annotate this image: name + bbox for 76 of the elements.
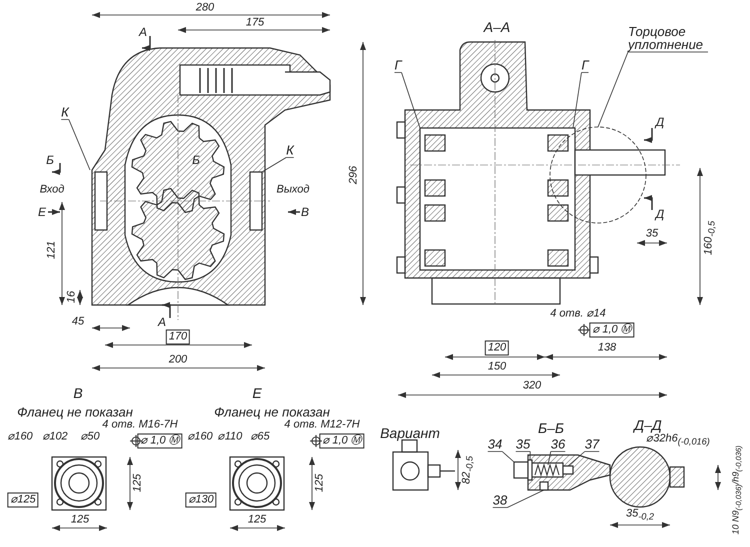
leader-label: 37 — [584, 438, 600, 450]
dimension-value: 280 — [196, 2, 214, 14]
view-note: Фланец не показан — [17, 406, 133, 418]
leader-line — [515, 451, 531, 460]
dimension-value: 125 — [248, 514, 266, 526]
hole-note: 4 отв. ⌀14 — [550, 308, 606, 320]
section-letter: Б — [46, 154, 54, 166]
leader-label: К — [286, 144, 294, 156]
section-letter: Б — [192, 154, 200, 166]
section-letter: А — [158, 316, 166, 328]
dimension-value: 296 — [348, 166, 360, 184]
view-title: Вариант — [380, 426, 440, 440]
basic-dimension: ⌀130 — [185, 492, 217, 508]
leader-label: К — [61, 106, 69, 118]
dimension-value: ⌀110 — [218, 432, 242, 442]
leader-line — [572, 72, 589, 128]
basic-dimension: ⌀125 — [7, 492, 39, 508]
dimension-value: 200 — [168, 354, 188, 366]
dimension-value: ⌀102 — [42, 432, 68, 442]
dimension-value: 138 — [598, 342, 616, 354]
leader-label: 38 — [492, 494, 508, 506]
part-section — [539, 481, 549, 491]
view-title: А–А — [484, 20, 510, 34]
hole-note: 4 отв. M12-7H — [284, 420, 360, 430]
dimension-value: ⌀32h6$_{(-0,016)}$ — [646, 433, 710, 447]
leader-line — [60, 119, 90, 170]
leader-label: Торцовое уплотнение — [628, 25, 708, 51]
port-label: Выход — [276, 184, 310, 196]
leader-line — [487, 451, 514, 462]
view-title: Б–Б — [538, 421, 564, 435]
leader-label: 35 — [516, 438, 530, 450]
basic-dimension: 120 — [484, 340, 510, 356]
dimension-value: ⌀65 — [250, 432, 270, 442]
view-note: Фланец не показан — [214, 406, 330, 418]
basic-dimension: 170 — [166, 330, 190, 344]
part-section — [562, 465, 574, 475]
dimension-value: 16 — [66, 290, 78, 304]
leader-line — [548, 451, 566, 466]
leader-line — [262, 157, 294, 172]
dimension-value: 121 — [46, 240, 58, 260]
leader-line — [394, 72, 420, 128]
section-letter: Е — [38, 206, 46, 218]
dimension-value: 175 — [246, 18, 264, 28]
leader-label: 36 — [550, 438, 566, 450]
dimension-value: 125 — [314, 474, 326, 492]
tolerance-value: ⌀ 1,0 Ⓜ — [589, 322, 635, 338]
dimension-value: 35$_{-0,2}$ — [626, 508, 654, 522]
hole-note: 4 отв. M16-7H — [102, 420, 178, 430]
spring-part — [534, 463, 560, 477]
part-section — [513, 461, 529, 479]
tolerance-value: ⌀ 1,0 Ⓜ — [319, 434, 365, 448]
leader-line — [568, 451, 600, 466]
dimension-value: 45 — [72, 316, 84, 328]
dimension-value: 125 — [70, 514, 90, 526]
dimension-value: ⌀160 — [7, 432, 33, 442]
section-letter: В — [301, 206, 309, 218]
leader-line — [598, 52, 708, 128]
view-title: Е — [252, 386, 262, 400]
leader-label: Г — [581, 58, 589, 72]
dimension-value: 125 — [132, 474, 144, 492]
dimension-value: 320 — [522, 380, 542, 392]
part-section — [527, 459, 533, 481]
view-title: Д–Д — [634, 418, 662, 432]
view-title: В — [73, 386, 83, 400]
dimension-value: 150 — [488, 362, 506, 372]
leader-line — [492, 490, 544, 508]
section-letter: Д — [656, 116, 664, 128]
tolerance-value: ⌀ 1,0 Ⓜ — [137, 434, 183, 448]
section-letter: А — [139, 26, 147, 38]
port-label: Вход — [40, 184, 64, 196]
dimension-value: ⌀50 — [80, 432, 100, 442]
section-letter: Д — [656, 208, 664, 220]
dimension-value: 35 — [646, 228, 658, 240]
leader-label: 34 — [488, 438, 502, 450]
dimension-value: ⌀160 — [187, 432, 213, 442]
leader-label: Г — [394, 58, 402, 72]
